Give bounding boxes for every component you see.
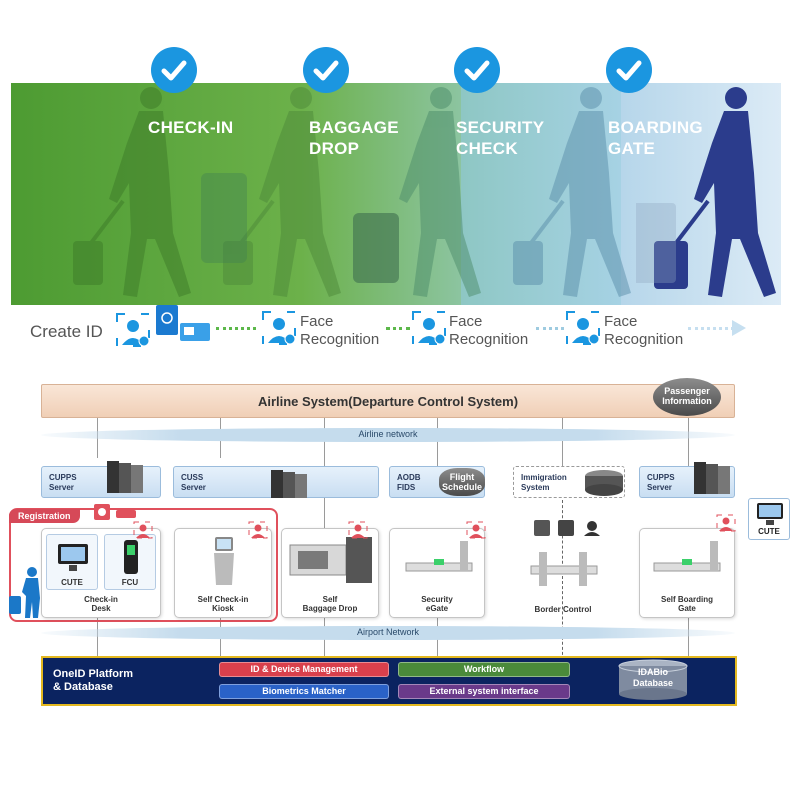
face-badge-icon — [248, 521, 268, 539]
checkmark-icon — [151, 47, 197, 93]
face-scan-icon — [116, 313, 150, 347]
arrow-right-icon — [732, 320, 746, 336]
passenger-information-db: Passenger Information — [653, 378, 721, 416]
connector-line — [97, 618, 98, 658]
cute-side-label: CUTE — [758, 527, 780, 536]
face-badge-icon — [133, 521, 153, 539]
cute-side-terminal: CUTE — [748, 498, 790, 540]
walker-silhouette-1 — [51, 83, 201, 305]
traveler-icon — [9, 567, 40, 618]
fcu-camera-icon — [124, 540, 138, 574]
flow-dots — [386, 327, 410, 330]
database-icon — [618, 659, 688, 700]
checkin-desk-card: CUTE FCU Check-in Desk — [41, 528, 161, 618]
platform-title: OneID Platform & Database — [53, 668, 134, 693]
stage-title-checkin: CHECK-IN — [148, 118, 234, 137]
airport-network-band: Airport Network — [41, 626, 735, 640]
device-label: Security eGate — [421, 595, 453, 613]
connector-line — [688, 418, 689, 468]
monitor-icon — [58, 544, 88, 571]
cute-terminal: CUTE — [46, 534, 98, 590]
face-recognition-row: Create ID Face Recognition Face Recognit… — [0, 305, 800, 355]
device-label: Check-in Desk — [84, 595, 118, 613]
server-rack-icon — [694, 462, 730, 494]
fcu-terminal: FCU — [104, 534, 156, 590]
flight-schedule-db: Flight Schedule — [439, 468, 485, 496]
face-scan-icon — [566, 311, 600, 345]
border-divider-line — [562, 500, 563, 660]
walker-silhouette-3 — [341, 83, 491, 305]
self-boarding-gate-card: Self Boarding Gate — [639, 528, 735, 618]
face-scan-icon — [412, 311, 446, 345]
stage-title-security: SECURITY CHECK — [456, 118, 545, 158]
airport-network-label: Airport Network — [356, 627, 419, 637]
flow-dots — [536, 327, 564, 330]
server-label: AODB FIDS — [397, 473, 421, 492]
biometric-devices-icon — [534, 520, 600, 536]
airline-network-band: Airline network — [41, 428, 735, 442]
fcu-label: FCU — [121, 578, 139, 587]
walker-silhouette-2 — [201, 83, 351, 305]
walker-traveler-active — [636, 83, 786, 305]
self-checkin-kiosk-card: Self Check-in Kiosk — [174, 528, 272, 618]
face-scan-icon — [262, 311, 296, 345]
registration-frame — [9, 508, 278, 622]
face-recognition-label: Face Recognition — [604, 313, 684, 348]
border-control-card: Border Control — [513, 528, 613, 618]
connector-line — [688, 618, 689, 658]
device-label: Border Control — [534, 605, 592, 614]
checkmark-icon — [606, 47, 652, 93]
journey-banner: CHECK-IN BAGGAGE DROP SECURITY CHECK BOA… — [11, 83, 781, 305]
server-rack-icon — [271, 470, 307, 498]
self-baggage-drop-card: Self Baggage Drop — [281, 528, 379, 618]
egate-icon — [405, 541, 473, 572]
checkmark-icon — [454, 47, 500, 93]
face-recognition-label: Face Recognition — [449, 313, 529, 348]
stage-title-baggage: BAGGAGE DROP — [309, 118, 399, 158]
module-external-interface: External system interface — [398, 684, 570, 699]
create-id-label: Create ID — [30, 322, 103, 341]
flow-dots — [216, 327, 256, 330]
device-label: Self Baggage Drop — [302, 595, 358, 613]
airline-system-bar: Airline System(Departure Control System) — [41, 384, 735, 418]
face-badge-icon — [716, 514, 736, 532]
kiosk-icon — [214, 537, 234, 585]
database-label: IDABio Database — [632, 667, 674, 688]
server-label: Immigration System — [521, 473, 567, 492]
database-disk-icon — [585, 470, 623, 496]
face-badge-icon — [466, 521, 486, 539]
cute-label: CUTE — [61, 578, 83, 587]
border-gate-icon — [530, 552, 598, 586]
baggage-drop-machine-icon — [289, 537, 372, 583]
boarding-gate-icon — [653, 541, 721, 572]
airline-network-label: Airline network — [358, 429, 418, 439]
face-badge-icon — [348, 521, 368, 539]
airline-system-title: Airline System(Departure Control System) — [257, 394, 519, 409]
device-label: Self Boarding Gate — [660, 595, 713, 613]
passport-card-icon — [156, 305, 210, 341]
server-rack-icon — [107, 461, 143, 493]
connector-line — [437, 418, 438, 468]
registration-tag: Registration — [9, 509, 80, 523]
module-biometrics-matcher: Biometrics Matcher — [219, 684, 389, 699]
walker-silhouette-4 — [491, 83, 641, 305]
server-label: CUPPS Server — [49, 473, 77, 492]
connector-line — [562, 418, 563, 470]
module-id-device-management: ID & Device Management — [219, 662, 389, 677]
checkmark-icon — [303, 47, 349, 93]
stage-title-boarding: BOARDING GATE — [608, 118, 703, 158]
face-recognition-label: Face Recognition — [300, 313, 380, 348]
server-label: CUPPS Server — [647, 473, 675, 492]
monitor-icon — [757, 503, 783, 525]
security-egate-card: Security eGate — [389, 528, 485, 618]
device-label: Self Check-in Kiosk — [197, 595, 249, 613]
module-workflow: Workflow — [398, 662, 570, 677]
registration-scanner-icon — [94, 504, 136, 520]
flow-dots — [688, 327, 734, 330]
server-label: CUSS Server — [181, 473, 206, 492]
